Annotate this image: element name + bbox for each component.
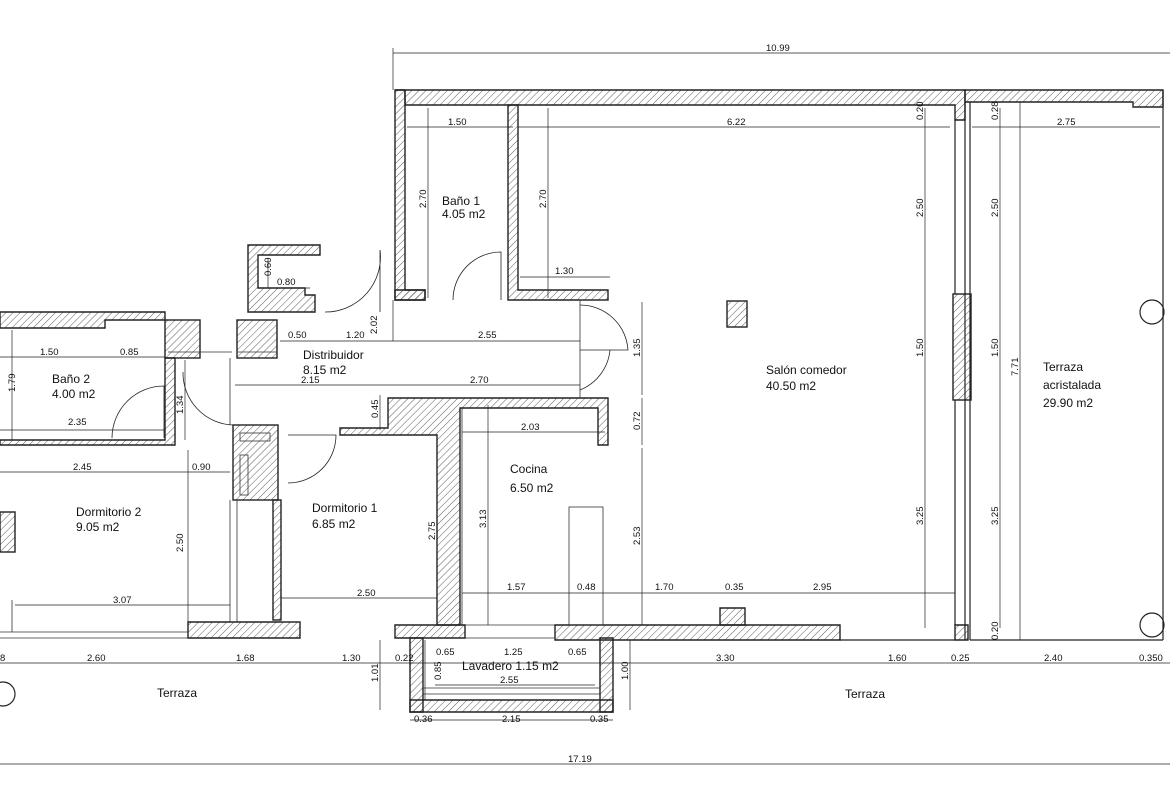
dim-label: 1.25 bbox=[504, 647, 523, 658]
dim-label: 1.20 bbox=[346, 330, 365, 341]
dim-label: 2.35 bbox=[68, 417, 87, 428]
room-dormitorio2-area: 9.05 m2 bbox=[76, 520, 120, 534]
dim-label: 0.20 bbox=[915, 102, 926, 121]
dim-label: 2.03 bbox=[521, 422, 540, 433]
dim-label: 0.60 bbox=[263, 258, 274, 277]
dim-label: 2.02 bbox=[369, 316, 380, 335]
dim-label: 2.75 bbox=[427, 522, 438, 541]
dimension-lines bbox=[0, 48, 1170, 765]
dim-label: 1.01 bbox=[370, 664, 381, 683]
dim-total-top: 10.99 bbox=[766, 43, 790, 54]
dim-label: 2.40 bbox=[1044, 653, 1063, 664]
room-bano1-area: 4.05 m2 bbox=[442, 207, 486, 221]
room-dormitorio2-name: Dormitorio 2 bbox=[76, 505, 142, 519]
room-salon-area: 40.50 m2 bbox=[766, 379, 816, 393]
room-dormitorio1-area: 6.85 m2 bbox=[312, 517, 356, 531]
dim-label: 0.28 bbox=[990, 102, 1001, 121]
dim-label: 0.85 bbox=[433, 662, 444, 681]
dim-label: 3.07 bbox=[113, 595, 132, 606]
dim-label: 2.75 bbox=[1057, 117, 1076, 128]
dim-label: 1.68 bbox=[236, 653, 255, 664]
dim-label: 0.35 bbox=[725, 582, 744, 593]
dim-label: 1.34 bbox=[175, 396, 186, 415]
dim-label: 2.53 bbox=[632, 527, 643, 546]
dim-label: 0.72 bbox=[632, 412, 643, 431]
dim-label: 3.13 bbox=[478, 510, 489, 529]
dim-label: 1.60 bbox=[888, 653, 907, 664]
dim-label: 0.48 bbox=[577, 582, 596, 593]
dim-label: 2.15 bbox=[301, 375, 320, 386]
room-terraza-acristalada-name2: acristalada bbox=[1043, 378, 1101, 392]
room-lavadero-name: Lavadero 1.15 m2 bbox=[462, 659, 559, 673]
room-terraza-acristalada-name: Terraza bbox=[1043, 360, 1083, 374]
dim-label: 2.60 bbox=[87, 653, 106, 664]
dim-label: 1.70 bbox=[655, 582, 674, 593]
dim-label: 1.79 bbox=[7, 374, 18, 393]
dimension-labels: 10.99 17.19 1.50 6.22 0.20 0.28 2.75 2.7… bbox=[0, 43, 1163, 765]
dim-label: 3.25 bbox=[915, 507, 926, 526]
room-bano2-area: 4.00 m2 bbox=[52, 387, 96, 401]
dim-label: 2.50 bbox=[915, 199, 926, 218]
dim-label: 0.22 bbox=[395, 653, 414, 664]
room-labels: Baño 1 4.05 m2 Distribuidor 8.15 m2 Saló… bbox=[52, 194, 1101, 701]
dim-label: 2.70 bbox=[538, 190, 549, 209]
dim-label: 1.57 bbox=[507, 582, 526, 593]
room-terraza-right-name: Terraza bbox=[845, 687, 885, 701]
dim-label: 2.50 bbox=[175, 534, 186, 553]
walls bbox=[0, 89, 1164, 713]
dim-label: 0.45 bbox=[370, 400, 381, 419]
dim-label: 2.45 bbox=[73, 462, 92, 473]
dim-label: 2.70 bbox=[418, 190, 429, 209]
room-bano2-name: Baño 2 bbox=[52, 372, 90, 386]
linework bbox=[0, 90, 1165, 707]
room-cocina-name: Cocina bbox=[510, 462, 548, 476]
dim-total-bottom: 17.19 bbox=[568, 754, 592, 765]
dim-label: 2.15 bbox=[502, 714, 521, 725]
dim-label: 0.80 bbox=[277, 277, 296, 288]
dim-label: 0.65 bbox=[436, 647, 455, 658]
dim-label: 2.95 bbox=[813, 582, 832, 593]
room-terraza-left-name: Terraza bbox=[157, 686, 197, 700]
dim-label: 1.30 bbox=[342, 653, 361, 664]
doors bbox=[111, 249, 629, 484]
dim-label: 0.50 bbox=[288, 330, 307, 341]
dim-label: 0.85 bbox=[120, 347, 139, 358]
dim-label: 2.70 bbox=[470, 375, 489, 386]
dim-label: 3.25 bbox=[990, 507, 1001, 526]
room-distribuidor-area: 8.15 m2 bbox=[303, 363, 347, 377]
dim-label: 0.20 bbox=[990, 622, 1001, 641]
room-dormitorio1-name: Dormitorio 1 bbox=[312, 501, 378, 515]
room-cocina-area: 6.50 m2 bbox=[510, 481, 554, 495]
dim-label: 0.65 bbox=[568, 647, 587, 658]
room-salon-name: Salón comedor bbox=[766, 363, 847, 377]
room-bano1-name: Baño 1 bbox=[442, 194, 480, 208]
dim-label: 1.50 bbox=[40, 347, 59, 358]
dim-label: 1.50 bbox=[448, 117, 467, 128]
dim-label: 2.50 bbox=[357, 588, 376, 599]
dim-label: 0.36 bbox=[414, 714, 433, 725]
dim-label: 2.55 bbox=[478, 330, 497, 341]
dim-label: 0.35 bbox=[590, 714, 609, 725]
dim-label: 8 bbox=[0, 653, 5, 664]
dim-label: 0.90 bbox=[192, 462, 211, 473]
dim-label: 0.25 bbox=[951, 653, 970, 664]
room-distribuidor-name: Distribuidor bbox=[303, 348, 364, 362]
dim-label: 1.00 bbox=[620, 662, 631, 681]
dim-label: 2.50 bbox=[990, 199, 1001, 218]
dim-label: 1.35 bbox=[632, 339, 643, 358]
dim-label: 0.350 bbox=[1139, 653, 1163, 664]
dim-label: 1.50 bbox=[990, 339, 1001, 358]
dim-label: 2.55 bbox=[500, 675, 519, 686]
dim-label: 7.71 bbox=[1010, 358, 1021, 377]
dim-label: 1.30 bbox=[555, 266, 574, 277]
dim-label: 1.50 bbox=[915, 339, 926, 358]
dim-label: 3.30 bbox=[716, 653, 735, 664]
dim-label: 6.22 bbox=[727, 117, 746, 128]
room-terraza-acristalada-area: 29.90 m2 bbox=[1043, 396, 1093, 410]
